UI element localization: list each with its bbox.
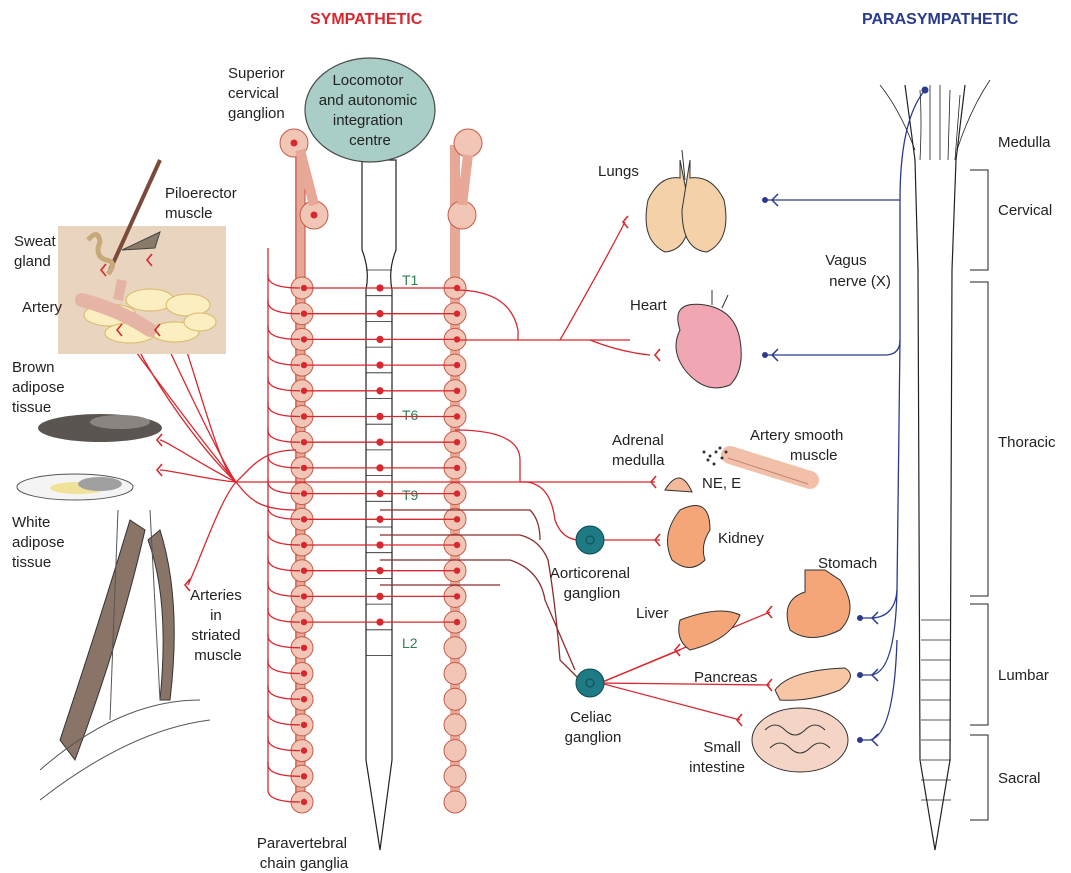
piloerector-label: Piloerector muscle <box>165 185 241 222</box>
paravertebral-ganglion-right <box>444 714 466 736</box>
striated-muscle-icon <box>40 510 210 800</box>
ne-e-label: NE, E <box>702 475 741 492</box>
spinal-cord <box>362 160 396 850</box>
heart-label: Heart <box>630 297 668 314</box>
celiac-ganglion-icon <box>576 669 604 697</box>
pancreas-icon <box>775 668 850 700</box>
kidney-label: Kidney <box>718 530 764 547</box>
small-intestine-label: Small intestine <box>689 739 745 776</box>
adrenal-medulla-label: Adrenal medulla <box>612 432 668 469</box>
small-intestine-icon <box>752 708 848 772</box>
arteries-striated-label: Arteries in striated muscle <box>190 587 246 664</box>
pancreas-label: Pancreas <box>694 669 757 686</box>
segment-t6: T6 <box>402 407 419 423</box>
region-lumbar: Lumbar <box>998 667 1049 684</box>
brown-adipose-icon <box>38 414 162 442</box>
paravertebral-ganglion-right <box>444 740 466 762</box>
paravertebral-ganglion-right <box>444 637 466 659</box>
paravertebral-ganglion-right <box>444 688 466 710</box>
region-brackets <box>970 170 988 820</box>
adrenal-medulla-icon <box>665 478 692 492</box>
region-cervical: Cervical <box>998 202 1052 219</box>
white-adipose-label: White adipose tissue <box>12 514 69 571</box>
paravertebral-label: Paravertebral chain ganglia <box>257 835 351 872</box>
lungs-icon <box>646 150 726 252</box>
visceral-sympathetic-fibers <box>455 222 660 540</box>
region-thoracic: Thoracic <box>998 434 1056 451</box>
sweat-gland-label: Sweat gland <box>14 233 60 270</box>
paravertebral-ganglion-right <box>444 791 466 813</box>
artery-label: Artery <box>22 299 63 316</box>
paravertebral-ganglion-right <box>444 765 466 787</box>
paravertebral-ganglion-right <box>444 663 466 685</box>
kidney-icon <box>668 506 711 568</box>
region-medulla: Medulla <box>998 134 1051 151</box>
aorticorenal-label: Aorticorenal ganglion <box>550 565 634 602</box>
superior-cervical-label: Superior cervical ganglion <box>228 65 289 122</box>
aorticorenal-ganglion-icon <box>576 526 604 554</box>
stomach-label: Stomach <box>818 555 877 572</box>
segment-l2: L2 <box>402 635 418 651</box>
lungs-label: Lungs <box>598 163 639 180</box>
segment-t9: T9 <box>402 487 419 503</box>
right-terminals <box>623 216 772 726</box>
vagus-fibers <box>765 90 925 740</box>
stomach-icon <box>787 570 850 638</box>
preganglionic-fibers <box>380 510 580 680</box>
liver-icon <box>679 611 740 650</box>
vagus-label: Vagus nerve (X) <box>825 252 891 290</box>
left-sympathetic-chain <box>291 145 313 813</box>
brown-adipose-label: Brown adipose tissue <box>12 359 69 416</box>
right-sympathetic-chain <box>444 145 466 813</box>
region-sacral: Sacral <box>998 770 1041 787</box>
heart-icon <box>676 290 741 388</box>
parasympathetic-header: PARASYMPATHETIC <box>862 11 1019 28</box>
sympathetic-header: SYMPATHETIC <box>310 11 423 28</box>
liver-label: Liver <box>636 605 669 622</box>
segment-t1: T1 <box>402 272 419 288</box>
vagus-terminals <box>762 87 929 744</box>
white-adipose-icon <box>17 474 133 500</box>
celiac-label: Celiac ganglion <box>565 709 622 746</box>
